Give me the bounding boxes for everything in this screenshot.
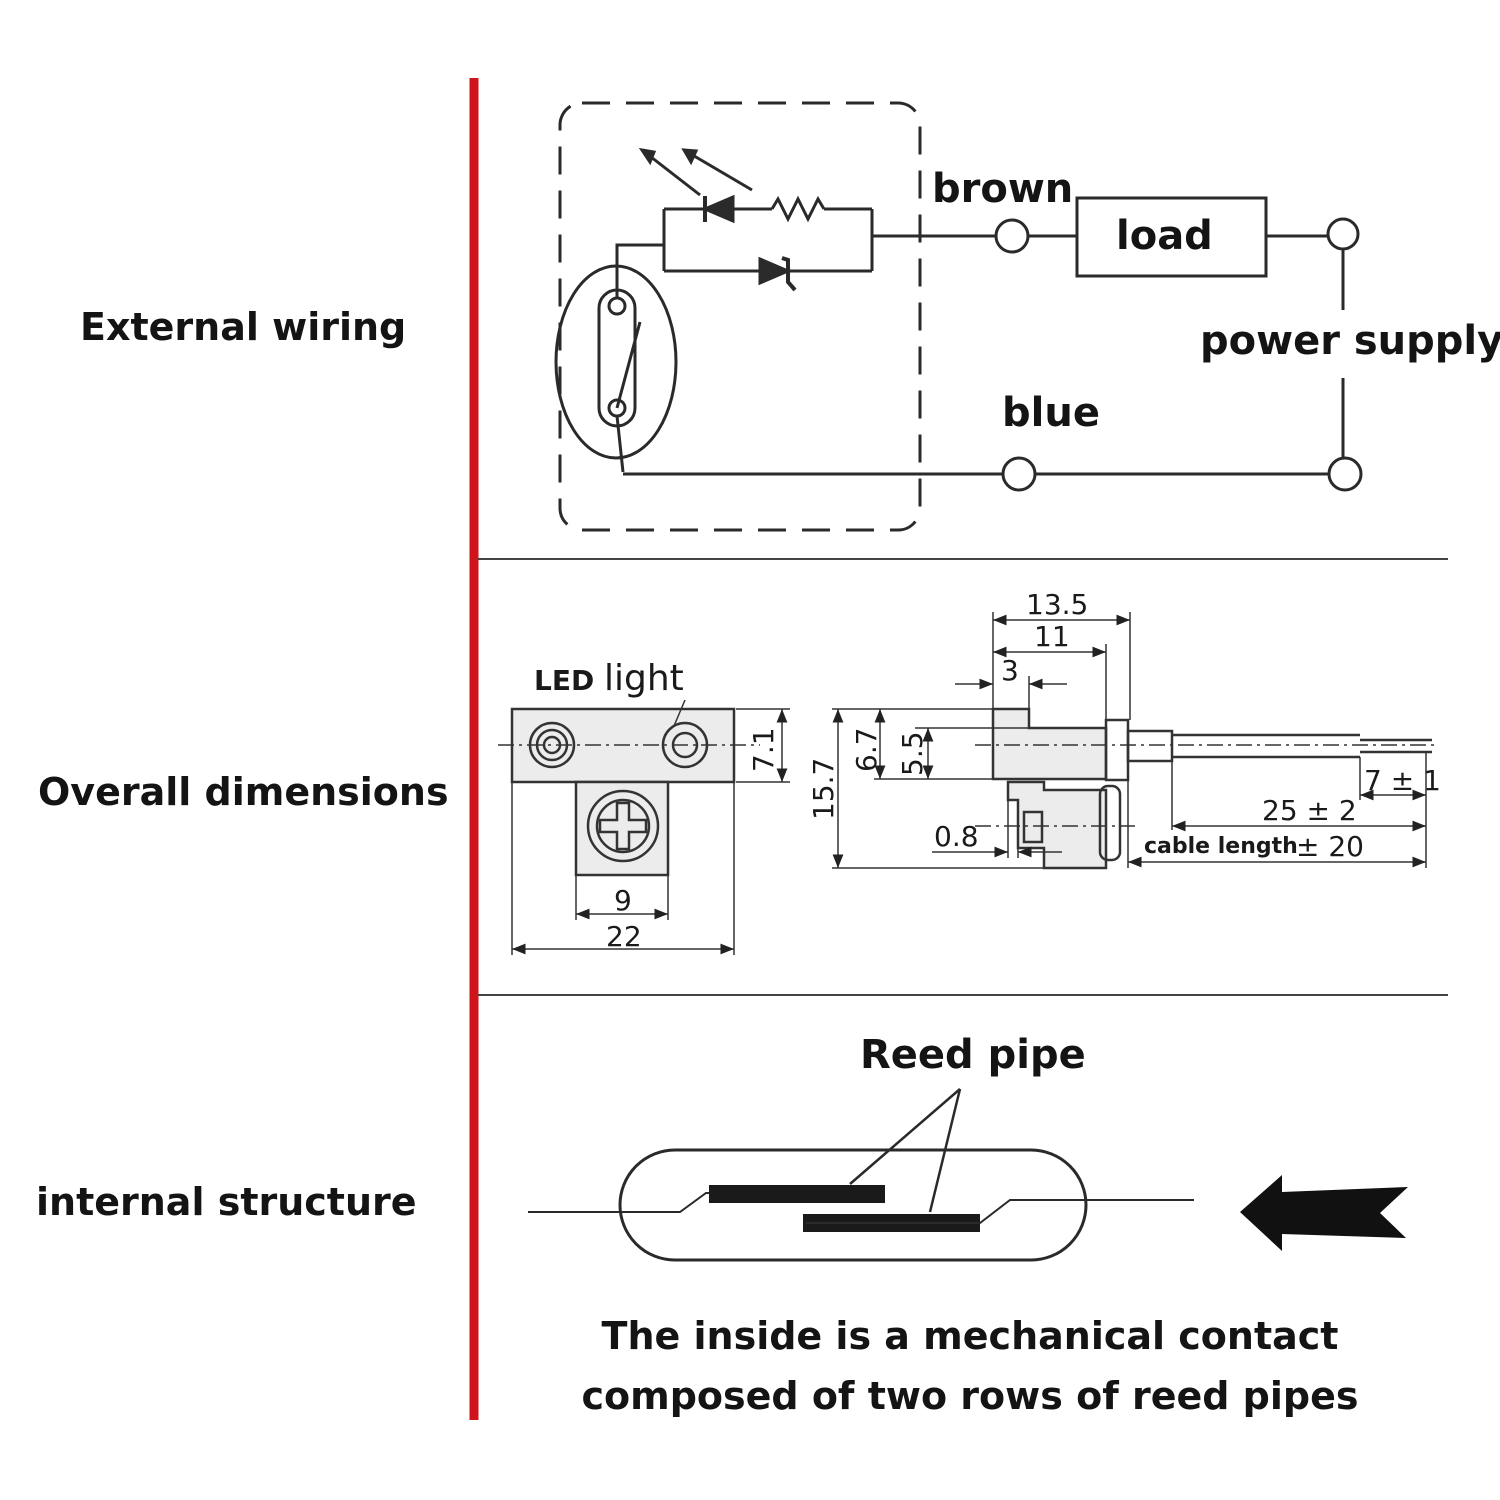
power-supply-label: power supply <box>1200 318 1500 364</box>
reed-pipe-label: Reed pipe <box>860 1032 1086 1078</box>
brown-terminal <box>994 218 1030 254</box>
dim-0-8: 0.8 <box>934 820 979 853</box>
dim-9: 9 <box>614 884 632 917</box>
cable-length-label: cable length <box>1144 834 1298 859</box>
dim-25-pm-2: 25 ± 2 <box>1262 794 1357 827</box>
caption-line-2: composed of two rows of reed pipes <box>581 1374 1359 1418</box>
dim-15-7: 15.7 <box>807 758 840 820</box>
supply-terminal-top <box>1326 217 1360 251</box>
dim-3: 3 <box>1001 654 1019 687</box>
front-view-drawing <box>498 699 790 955</box>
dim-11: 11 <box>1034 620 1070 653</box>
dim-6-7: 6.7 <box>850 727 883 772</box>
blue-wire-label: blue <box>1002 390 1100 436</box>
led-light-label-suffix: light <box>604 658 684 699</box>
sensor-enclosure-dashed <box>558 101 922 532</box>
brown-wire-label: brown <box>932 166 1073 212</box>
side-view-drawing <box>832 612 1435 870</box>
wiring-diagram <box>554 101 1363 532</box>
reed-blade-upper <box>709 1185 885 1203</box>
magnet-direction-arrow-icon <box>1240 1175 1408 1251</box>
dim-7-1: 7.1 <box>747 727 780 772</box>
overall-dimensions-label: Overall dimensions <box>38 770 449 814</box>
mounting-screw-icon <box>586 789 660 863</box>
reed-pipe-diagram <box>528 1088 1194 1262</box>
supply-terminal-bottom <box>1327 456 1363 492</box>
external-wiring-label: External wiring <box>80 305 407 349</box>
dim-5-5: 5.5 <box>896 731 929 776</box>
load-label: load <box>1116 213 1213 259</box>
glass-capsule <box>618 1148 1088 1262</box>
caption-line-1: The inside is a mechanical contact <box>601 1314 1339 1358</box>
dim-7-pm-1: 7 ± 1 <box>1364 764 1441 797</box>
dim-22: 22 <box>606 920 642 953</box>
led-light-label-prefix: LED <box>534 664 594 697</box>
dim-13-5: 13.5 <box>1026 588 1088 621</box>
blue-terminal <box>1001 456 1037 492</box>
internal-structure-label: internal structure <box>36 1180 417 1224</box>
cable-length-tolerance: ± 20 <box>1296 830 1364 863</box>
